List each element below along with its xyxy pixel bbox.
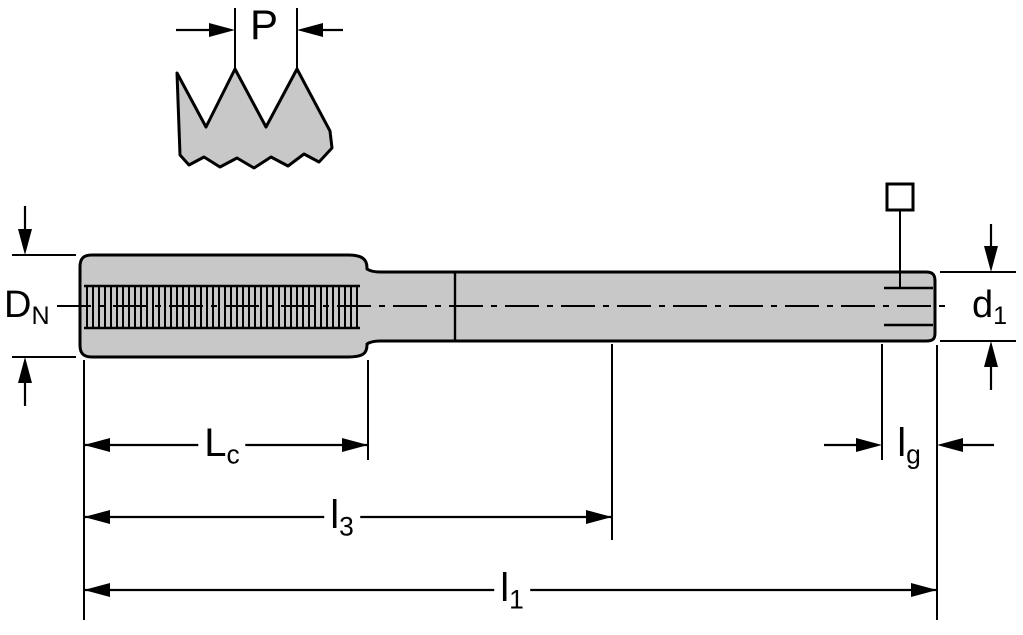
square-drive-symbol-icon: [885, 182, 915, 212]
label-dn-sub: N: [31, 302, 50, 331]
lg-arrowhead-left: [856, 438, 882, 452]
label-lc-main: L: [204, 421, 227, 465]
thread-profile-detail: [175, 8, 343, 170]
label-shank-diameter: d1: [970, 284, 1010, 331]
label-l3-sub: 3: [339, 511, 354, 542]
square-drive-callout: [885, 182, 915, 288]
lc-arrowhead-left: [84, 438, 110, 452]
tap-body: [57, 253, 952, 359]
dimension-square-length: [824, 438, 994, 452]
label-overall-length: l1: [494, 568, 530, 613]
label-chamfer-length: Lc: [198, 421, 246, 470]
label-l1-sub: 1: [509, 584, 524, 615]
lg-arrowhead-right: [937, 438, 963, 452]
thread-profile-shape: [175, 67, 334, 170]
d1-arrowhead-bottom: [984, 341, 998, 367]
pitch-arrowhead-left: [209, 23, 235, 37]
label-d1-sub: 1: [993, 302, 1008, 331]
label-l3-main: l: [330, 493, 340, 537]
l3-arrowhead-left: [84, 510, 110, 524]
label-square-length: lg: [891, 423, 927, 468]
dimension-shank-diameter: [940, 224, 1016, 390]
l1-arrowhead-right: [911, 583, 937, 597]
l1-arrowhead-left: [84, 583, 110, 597]
l3-arrowhead-right: [586, 510, 612, 524]
d1-arrowhead-top: [984, 246, 998, 272]
label-l1-main: l: [500, 566, 510, 610]
pitch-arrowhead-right: [297, 23, 323, 37]
label-pitch-main: P: [249, 1, 279, 48]
dn-arrowhead-bottom: [18, 357, 32, 383]
lc-arrowhead-right: [342, 438, 368, 452]
label-l3: l3: [324, 495, 360, 540]
label-dn-main: D: [4, 284, 32, 326]
extension-lines: [83, 344, 938, 620]
dn-arrowhead-top: [18, 229, 32, 255]
label-lg-sub: g: [906, 439, 921, 470]
dimension-nominal-diameter: [12, 206, 76, 406]
label-nominal-diameter: DN: [2, 284, 52, 331]
label-lc-sub: c: [226, 439, 240, 470]
label-pitch: P: [247, 1, 281, 52]
label-lg-main: l: [897, 421, 907, 465]
label-d1-main: d: [972, 284, 994, 326]
